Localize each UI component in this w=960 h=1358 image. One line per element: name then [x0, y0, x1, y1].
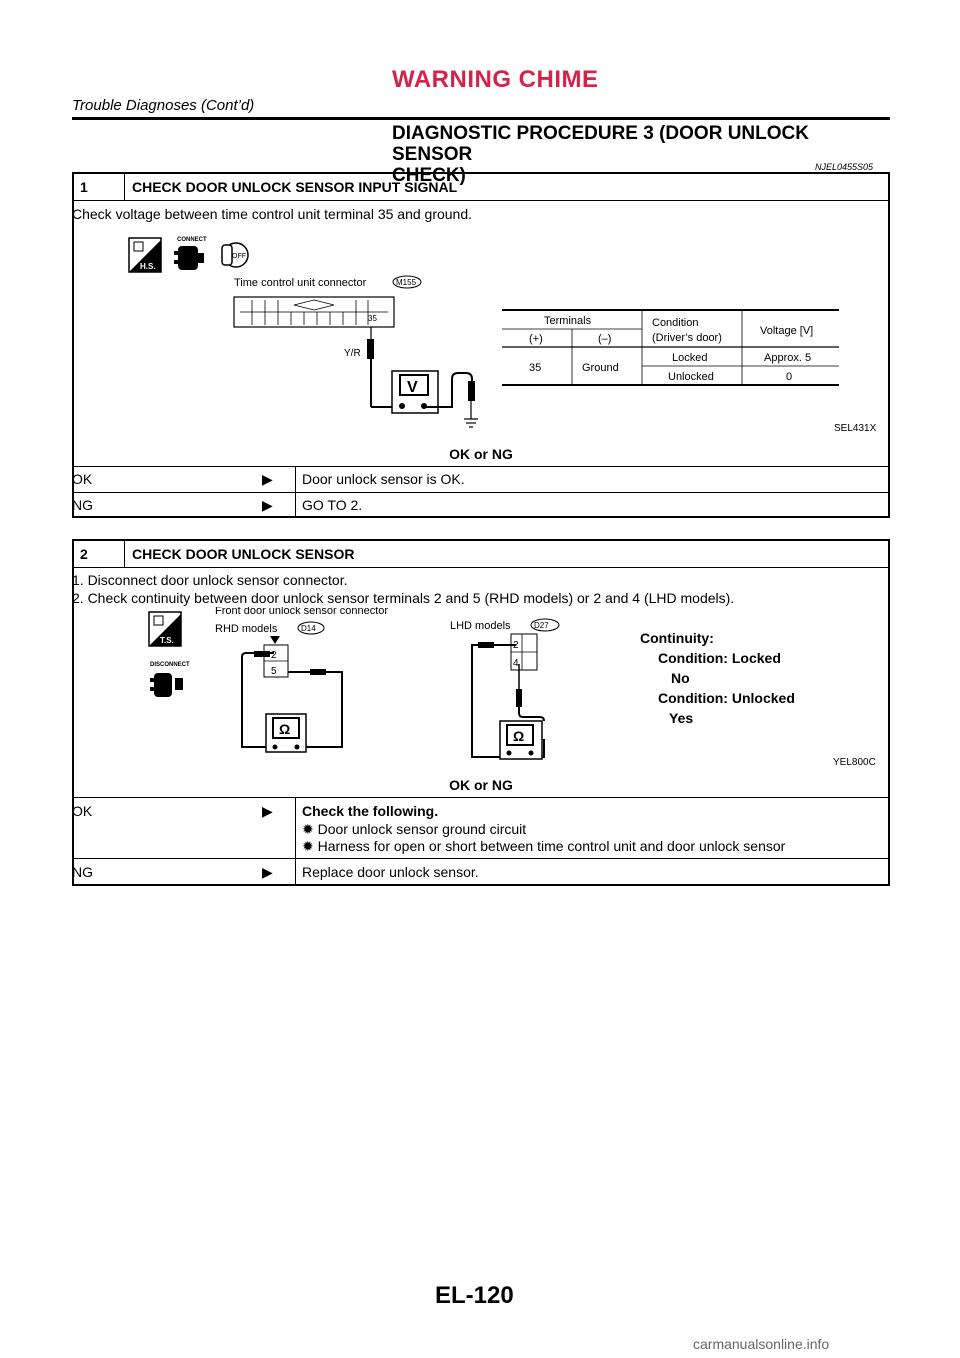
step1-diagram: H.S. CONNECT OFF Time control unit conne… — [128, 237, 877, 434]
connect-label: CONNECT — [177, 237, 207, 243]
step2-result-ok-status: OK — [72, 803, 93, 819]
step2-result-ng-arrow: ▶ — [262, 864, 273, 880]
rhd-pin-2: 2 — [271, 650, 277, 661]
off-label: OFF — [232, 253, 246, 260]
step1-result-ng-arrow: ▶ — [262, 497, 273, 513]
wire-color: Y/R — [344, 348, 361, 359]
rhd-ohmmeter-symbol: Ω — [279, 721, 290, 737]
step2-okng: OK or NG — [449, 777, 513, 793]
table-header-condition2: (Driver’s door) — [652, 332, 722, 344]
section-code: NJEL0455S05 — [815, 162, 874, 172]
step1-result-ng-status: NG — [72, 497, 93, 513]
page-header-title: WARNING CHIME — [392, 66, 599, 93]
step2-number-divider — [124, 541, 125, 567]
watermark: carmanualsonline.info — [693, 1336, 830, 1352]
connector-pin: 35 — [368, 314, 377, 323]
page-number: EL-120 — [435, 1282, 514, 1309]
step2-result-ok-action: Check the following. — [302, 803, 439, 819]
step1-number-divider — [124, 174, 125, 200]
step1-instruction: Check voltage between time control unit … — [72, 206, 473, 222]
step2-bullet-1-text: Door unlock sensor ground circuit — [317, 821, 527, 837]
hs-label: H.S. — [140, 262, 156, 271]
step2-result-ng-action: Replace door unlock sensor. — [302, 864, 479, 880]
step2-result-ng-status: NG — [72, 864, 93, 880]
ignition-off-icon: OFF — [221, 242, 249, 268]
step2-heading: CHECK DOOR UNLOCK SENSOR — [132, 546, 355, 562]
continuity-locked-value: No — [671, 670, 690, 686]
lhd-label: LHD models — [450, 620, 511, 632]
step2-heading-rule — [74, 567, 888, 568]
section-title-line1: DIAGNOSTIC PROCEDURE 3 (DOOR UNLOCK SENS… — [392, 123, 809, 165]
section-title: DIAGNOSTIC PROCEDURE 3 (DOOR UNLOCK SENS… — [392, 123, 892, 186]
step1-result-ok-action: Door unlock sensor is OK. — [302, 471, 465, 487]
table-header-minus: (–) — [598, 333, 611, 345]
step1-result-ng-action: GO TO 2. — [302, 497, 363, 513]
table-cell-minus: Ground — [582, 362, 619, 374]
connector-label: Time control unit connector — [234, 277, 367, 289]
disconnect-icon: DISCONNECT — [150, 662, 190, 697]
ts-icon: T.S. — [148, 611, 182, 647]
step1-result-ok-status: OK — [72, 471, 93, 487]
connector-id: M155 — [396, 278, 417, 287]
step2-diagram: T.S. DISCONNECT Front door unlock sensor… — [148, 607, 876, 768]
step2-bullet-1: ✹ Door unlock sensor ground circuit — [302, 821, 526, 838]
step1-result-ok-arrow: ▶ — [262, 471, 273, 487]
ts-label: T.S. — [160, 636, 174, 645]
rhd-circuit: 2 5 Ω — [241, 636, 343, 753]
table-cell-voltage-unlocked: 0 — [786, 371, 792, 383]
rhd-id: D14 — [301, 624, 316, 633]
connector-label-2: Front door unlock sensor connector — [215, 607, 388, 617]
table-cell-voltage-locked: Approx. 5 — [764, 352, 811, 364]
disconnect-label: DISCONNECT — [150, 662, 190, 668]
lhd-pin-4: 4 — [513, 658, 519, 669]
continuity-unlocked-value: Yes — [669, 710, 693, 726]
step2-instruction-2: 2. Check continuity between door unlock … — [72, 590, 735, 606]
step1-box: 1 CHECK DOOR UNLOCK SENSOR INPUT SIGNAL … — [72, 172, 890, 518]
continuity-title: Continuity: — [640, 630, 714, 646]
figure-code-1: SEL431X — [834, 423, 877, 434]
table-cell-condition-unlocked: Unlocked — [668, 371, 714, 383]
table-header-condition: Condition — [652, 317, 698, 329]
hs-icon: H.S. — [128, 237, 162, 273]
bullet-icon: ✹ — [302, 821, 314, 837]
table-cell-plus: 35 — [529, 362, 541, 374]
figure-code-2: YEL800C — [833, 757, 876, 768]
voltage-table: Terminals (+) (–) Condition (Driver’s do… — [502, 309, 839, 386]
step1-number: 1 — [80, 179, 88, 195]
step1-okng: OK or NG — [449, 446, 513, 462]
step2-number: 2 — [80, 546, 88, 562]
rhd-pin-5: 5 — [271, 666, 277, 677]
lhd-ohmmeter-symbol: Ω — [513, 728, 524, 744]
step2-result-ok-arrow: ▶ — [262, 803, 273, 819]
section-title-line2: CHECK) — [392, 165, 466, 186]
step2-instruction-1: 1. Disconnect door unlock sensor connect… — [72, 572, 348, 588]
table-header-plus: (+) — [529, 333, 543, 345]
table-header-voltage: Voltage [V] — [760, 325, 813, 337]
step1-okng-rule — [74, 466, 888, 467]
step1-heading: CHECK DOOR UNLOCK SENSOR INPUT SIGNAL — [132, 179, 458, 195]
step2-bullet-2-text: Harness for open or short between time c… — [317, 838, 786, 854]
header-rule — [72, 117, 890, 120]
page-header-subtitle: Trouble Diagnoses (Cont’d) — [72, 97, 255, 114]
step1-result-rule — [74, 492, 888, 493]
table-cell-condition-locked: Locked — [672, 352, 707, 364]
step2-okng-rule — [74, 797, 888, 798]
bullet-icon: ✹ — [302, 838, 314, 854]
connect-icon: CONNECT — [174, 237, 207, 270]
lhd-circuit: 2 4 Ω — [471, 633, 545, 760]
step2-result-divider — [295, 797, 296, 884]
voltmeter-symbol: V — [407, 379, 418, 396]
step2-result-rule — [74, 858, 888, 859]
step1-heading-rule — [74, 200, 888, 201]
table-header-terminals: Terminals — [544, 315, 592, 327]
rhd-label: RHD models — [215, 623, 278, 635]
continuity-unlocked: Condition: Unlocked — [658, 690, 795, 706]
time-control-unit-connector: 35 — [233, 296, 395, 328]
continuity-locked: Condition: Locked — [658, 650, 781, 666]
lhd-id: D27 — [534, 621, 549, 630]
step2-box: 2 CHECK DOOR UNLOCK SENSOR 1. Disconnect… — [72, 539, 890, 886]
step2-bullet-2: ✹ Harness for open or short between time… — [302, 838, 785, 855]
